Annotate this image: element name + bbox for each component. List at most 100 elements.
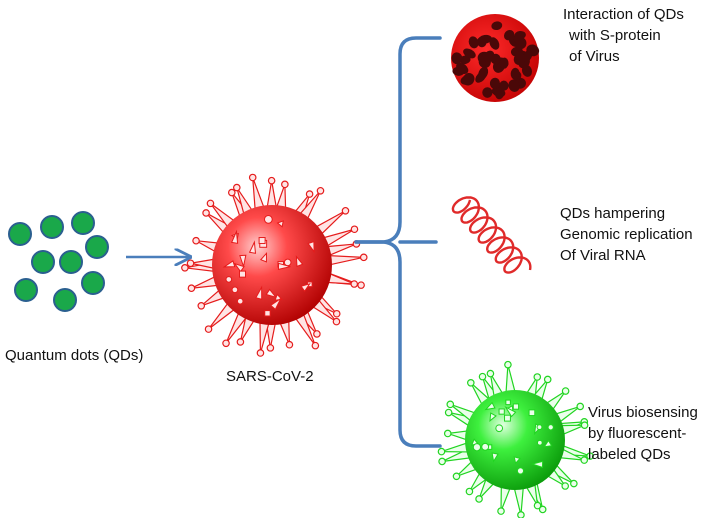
surface-protein bbox=[491, 452, 499, 463]
surface-protein bbox=[472, 443, 482, 452]
surface-protein bbox=[277, 262, 291, 270]
qd-spot bbox=[459, 55, 471, 65]
qd-spot bbox=[456, 62, 469, 74]
spike bbox=[279, 319, 291, 345]
spike-tip bbox=[586, 452, 594, 460]
surface-protein bbox=[231, 286, 239, 294]
spike-tip bbox=[561, 387, 570, 395]
qd-spot bbox=[468, 36, 479, 49]
surface-protein bbox=[495, 424, 504, 433]
spike-tip bbox=[313, 330, 321, 338]
green-labeled-virus-icon bbox=[437, 360, 594, 518]
spike-tip bbox=[204, 325, 213, 333]
virus-with-qd-spots-icon bbox=[451, 14, 540, 102]
spike-tip bbox=[576, 402, 585, 411]
surface-protein bbox=[489, 412, 497, 422]
spike-tip bbox=[359, 253, 368, 262]
sars-cov-2-virus-icon bbox=[181, 173, 368, 357]
hampering-line-3: Of Viral RNA bbox=[560, 247, 646, 264]
spike-tip bbox=[357, 281, 365, 289]
spike-tip bbox=[543, 375, 552, 384]
spike-tip bbox=[192, 236, 200, 245]
spike-tip bbox=[437, 447, 446, 456]
surface-protein bbox=[505, 399, 511, 406]
spike-tip bbox=[350, 225, 359, 234]
spike-tip bbox=[186, 259, 195, 268]
qd-spot bbox=[492, 87, 506, 98]
hampering-label: QDs hampering Genomic replication Of Vir… bbox=[560, 203, 693, 266]
qd-spot bbox=[482, 87, 493, 98]
surface-protein bbox=[536, 424, 543, 431]
spike-tip bbox=[248, 173, 257, 182]
spike-tip bbox=[517, 511, 525, 518]
surface-protein bbox=[498, 408, 505, 415]
qd-spot bbox=[451, 52, 463, 65]
hampering-line-1: QDs hampering bbox=[560, 205, 666, 222]
surface-protein bbox=[504, 414, 511, 422]
surface-protein bbox=[239, 254, 247, 269]
spike-tip bbox=[561, 482, 570, 490]
branch-bracket bbox=[354, 36, 442, 448]
qd-spot bbox=[491, 21, 503, 31]
spike-tip bbox=[187, 284, 196, 293]
qd-spot bbox=[482, 52, 493, 63]
spike-tip bbox=[305, 190, 314, 198]
spike-tip bbox=[538, 505, 547, 514]
spike-tip bbox=[438, 457, 446, 466]
qd-spot bbox=[522, 50, 533, 62]
spike-tip bbox=[256, 349, 265, 357]
hampering-line-2: Genomic replication bbox=[560, 226, 693, 243]
surface-protein bbox=[307, 240, 315, 254]
spike-tip bbox=[467, 378, 475, 387]
biosensing-label: Virus biosensing by fluorescent- labeled… bbox=[588, 402, 698, 465]
spike bbox=[252, 177, 265, 211]
spike bbox=[500, 485, 511, 512]
surface-protein bbox=[259, 252, 268, 263]
spike-tip bbox=[446, 400, 455, 409]
surface-protein bbox=[265, 288, 278, 299]
spike-tip bbox=[533, 373, 542, 381]
spike-tip bbox=[452, 472, 461, 481]
spike-tip bbox=[486, 369, 495, 378]
spike-tip bbox=[570, 479, 578, 488]
qd-spot bbox=[510, 67, 520, 80]
spike-tip bbox=[504, 360, 512, 369]
spike bbox=[326, 272, 355, 285]
spike-tip bbox=[533, 501, 542, 510]
surface-protein bbox=[236, 297, 244, 305]
qd-spot bbox=[508, 79, 520, 92]
spike-tip bbox=[206, 199, 215, 208]
surface-protein bbox=[530, 460, 544, 469]
spike-tip bbox=[332, 317, 341, 326]
spike bbox=[441, 442, 469, 453]
spike-tip bbox=[443, 429, 452, 438]
spike-tip bbox=[475, 495, 483, 503]
surface-protein bbox=[225, 276, 233, 283]
spike-tip bbox=[580, 456, 589, 464]
spike-tip bbox=[267, 176, 276, 185]
surface-protein bbox=[295, 255, 304, 268]
biosensing-line-3: labeled QDs bbox=[588, 446, 671, 463]
interaction-line-2: with S-protein bbox=[569, 27, 661, 44]
biosensing-line-2: by fluorescent- bbox=[588, 425, 687, 442]
qd-spot bbox=[460, 75, 472, 85]
qd-spot bbox=[463, 48, 476, 59]
surface-protein bbox=[547, 424, 554, 431]
spike bbox=[560, 424, 585, 436]
spike-tip bbox=[350, 280, 359, 288]
spike-tip bbox=[181, 264, 189, 272]
surface-protein bbox=[264, 310, 271, 317]
surface-protein bbox=[516, 467, 525, 475]
surface-protein bbox=[536, 439, 543, 446]
surface-protein bbox=[300, 282, 311, 293]
surface-protein bbox=[269, 298, 282, 311]
spike-tip bbox=[444, 408, 453, 417]
spike-tip bbox=[497, 507, 505, 515]
qd-spot bbox=[489, 77, 500, 90]
qd-spot bbox=[478, 66, 489, 80]
surface-protein bbox=[222, 260, 236, 268]
quantum-dots-icon bbox=[8, 211, 109, 312]
surface-protein bbox=[484, 401, 496, 411]
surface-protein bbox=[504, 405, 517, 418]
spike-tip bbox=[580, 421, 589, 429]
